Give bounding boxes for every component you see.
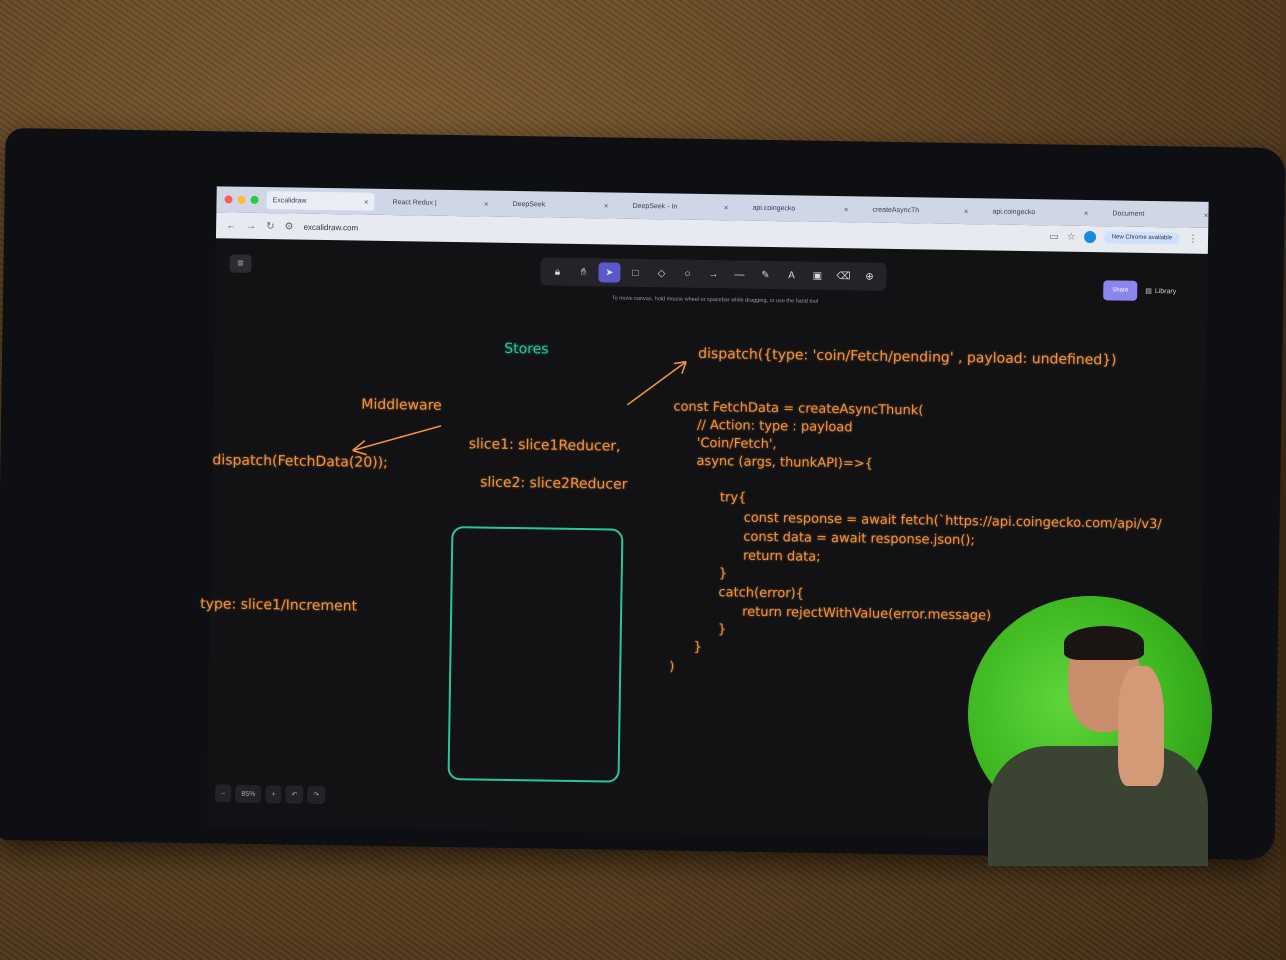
- browser-tab[interactable]: api.coingecko ×: [746, 199, 854, 219]
- zoom-in-button[interactable]: +: [265, 785, 282, 804]
- minimize-window-icon[interactable]: [237, 195, 246, 204]
- library-icon: ▤: [1145, 287, 1152, 296]
- pencil-icon[interactable]: ✎: [761, 269, 770, 281]
- stores-label: Stores: [504, 340, 549, 358]
- close-tab-icon[interactable]: ×: [1083, 208, 1089, 218]
- type-increment-text: type: slice1/Increment: [200, 596, 358, 615]
- install-icon[interactable]: ▭: [1049, 230, 1059, 243]
- library-label: Library: [1154, 287, 1177, 295]
- rectangle-icon[interactable]: □: [632, 267, 639, 279]
- code-line: try{: [719, 490, 747, 506]
- zoom-controls: − 85% + ↶ ↷: [215, 784, 326, 805]
- code-line: }: [718, 566, 728, 582]
- code-line: const response = await fetch(`https://ap…: [743, 510, 1162, 533]
- code-line: return rejectWithValue(error.message): [742, 604, 992, 624]
- tab-label: createAsyncTh: [872, 206, 920, 214]
- close-tab-icon[interactable]: ×: [363, 197, 369, 207]
- close-tab-icon[interactable]: ×: [603, 200, 609, 210]
- tab-label: api.coingecko: [992, 208, 1036, 216]
- canvas-hint: To move canvas, hold mouse wheel or spac…: [611, 295, 819, 305]
- store-rectangle[interactable]: [447, 526, 624, 783]
- browser-tab[interactable]: React Redux | ×: [386, 193, 494, 213]
- window-controls: [217, 195, 267, 204]
- chrome-update-button[interactable]: New Chrome available: [1103, 231, 1181, 245]
- tab-label: DeepSeek - In: [632, 202, 678, 211]
- back-icon[interactable]: ←: [226, 219, 237, 232]
- maximize-window-icon[interactable]: [250, 195, 259, 204]
- code-line: }: [693, 639, 702, 655]
- code-line: ): [669, 659, 675, 675]
- code-line: const data = await response.json();: [743, 529, 975, 549]
- extra-tools-icon[interactable]: ⊕: [865, 271, 874, 283]
- profile-avatar[interactable]: [1083, 230, 1096, 244]
- site-info-icon[interactable]: ⚙: [284, 220, 294, 233]
- close-tab-icon[interactable]: ×: [963, 206, 969, 216]
- browser-tab[interactable]: DeepSeek ×: [506, 195, 614, 215]
- image-icon[interactable]: ▣: [812, 270, 823, 282]
- dispatch-fetchdata-text: dispatch(FetchData(20));: [212, 452, 388, 472]
- excalidraw-toolbar: 🔒︎ ✋︎ ➤ □ ◇ ○ → — ✎ A ▣ ⌫ ⊕: [540, 257, 887, 291]
- presenter-hair: [1064, 626, 1144, 660]
- code-line: catch(error){: [718, 585, 805, 602]
- middleware-label: Middleware: [361, 396, 442, 414]
- close-tab-icon[interactable]: ×: [1203, 210, 1209, 220]
- middleware-arrow: [352, 425, 442, 452]
- reload-icon[interactable]: ↻: [266, 220, 275, 232]
- bookmark-star-icon[interactable]: ☆: [1066, 231, 1076, 243]
- close-tab-icon[interactable]: ×: [483, 199, 489, 209]
- undo-icon[interactable]: ↶: [285, 785, 304, 804]
- diamond-icon[interactable]: ◇: [657, 267, 666, 279]
- share-button[interactable]: Share: [1103, 280, 1138, 301]
- dispatch-pending-text: dispatch({type: 'coin/Fetch/pending' , p…: [698, 345, 1117, 369]
- text-icon[interactable]: A: [788, 269, 795, 281]
- browser-tab[interactable]: Document ×: [1106, 204, 1214, 224]
- tab-label: api.coingecko: [752, 204, 796, 212]
- tab-label: DeepSeek: [512, 200, 546, 208]
- close-tab-icon[interactable]: ×: [723, 202, 729, 212]
- slice1-text: slice1: slice1Reducer,: [468, 436, 621, 455]
- tab-label: Document: [1112, 209, 1145, 218]
- select-icon[interactable]: ➤: [598, 262, 621, 283]
- ellipse-icon[interactable]: ○: [684, 268, 691, 280]
- tab-label: Excalidraw: [272, 196, 307, 205]
- code-line: return data;: [742, 548, 821, 565]
- webcam-overlay: [968, 596, 1212, 866]
- close-tab-icon[interactable]: ×: [843, 204, 849, 214]
- browser-tab[interactable]: Excalidraw ×: [266, 191, 375, 211]
- presenter-body: [988, 746, 1208, 866]
- url-field[interactable]: excalidraw.com: [303, 222, 359, 233]
- forward-icon[interactable]: →: [246, 220, 257, 232]
- arrow-icon[interactable]: →: [708, 268, 719, 280]
- code-line: // Action: type : payload: [696, 417, 853, 436]
- browser-tab[interactable]: createAsyncTh ×: [866, 201, 974, 221]
- address-bar-actions: ▭ ☆ New Chrome available ⋮: [1049, 230, 1199, 245]
- zoom-level[interactable]: 85%: [235, 784, 262, 804]
- eraser-icon[interactable]: ⌫: [836, 270, 851, 282]
- code-line: }: [717, 622, 727, 638]
- code-line: async (args, thunkAPI)=>{: [696, 453, 874, 472]
- slice2-text: slice2: slice2Reducer: [480, 474, 628, 493]
- presenter-hands: [1118, 666, 1164, 786]
- lock-icon[interactable]: 🔒︎: [554, 266, 561, 278]
- hand-icon[interactable]: ✋︎: [580, 266, 587, 278]
- close-window-icon[interactable]: [224, 195, 233, 204]
- more-menu-icon[interactable]: ⋮: [1187, 233, 1199, 245]
- library-button[interactable]: ▤Library: [1145, 281, 1176, 301]
- tab-label: React Redux |: [392, 198, 437, 207]
- zoom-out-button[interactable]: −: [215, 784, 232, 803]
- redo-icon[interactable]: ↷: [307, 785, 326, 805]
- browser-tab[interactable]: DeepSeek - In ×: [626, 197, 734, 217]
- browser-tab[interactable]: api.coingecko ×: [986, 202, 1094, 222]
- hamburger-menu-icon[interactable]: ≡: [229, 254, 252, 273]
- line-icon[interactable]: —: [734, 268, 745, 281]
- code-line: 'Coin/Fetch',: [696, 435, 777, 453]
- code-line: const FetchData = createAsyncThunk(: [673, 399, 924, 419]
